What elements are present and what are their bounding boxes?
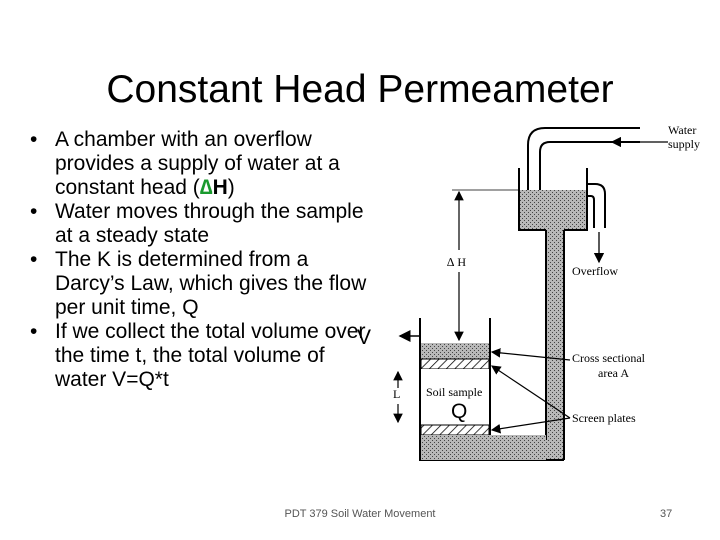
bottom-screen [420,424,490,436]
top-water [421,343,489,359]
overflow-pipe [587,183,606,228]
bullet-darcy: The K is determined from a Darcy’s Law, … [28,248,378,320]
delta-symbol: ∆ [199,176,213,199]
top-screen [420,358,490,370]
overflow-label: Overflow [572,264,618,278]
soil-sample-label: Soil sample [426,385,482,399]
bottom-water [421,435,546,460]
bullet-chamber: A chamber with an overflow provides a su… [28,128,378,200]
bullet-steady-state: Water moves through the sample at a stea… [28,200,378,248]
bullet-list: A chamber with an overflow provides a su… [28,128,378,392]
soil-area [421,369,489,425]
outflow-volume-label: V [357,326,371,349]
supply-pipe-inner [539,141,640,190]
reservoir-water [519,190,587,230]
head-symbol: H [212,176,228,199]
slide-footer: PDT 379 Soil Water Movement [284,508,436,520]
delta-h-label: ∆ H [447,255,466,269]
cross-section-arrow [490,348,571,361]
overflow-pipe-inner [587,195,595,228]
reservoir-wall [518,168,588,231]
cross-section-label-2: area A [598,366,629,380]
screen-plates-label: Screen plates [572,411,636,425]
water-supply-label-1: Water [668,123,696,137]
slide-title: Constant Head Permeameter [106,68,614,112]
screen-plates-arrow-bottom [490,417,571,434]
supply-pipe [527,127,640,190]
length-label: L [393,387,400,401]
page-number: 37 [660,508,673,520]
bullet-volume: If we collect the total volume over the … [28,320,378,392]
water-supply-label-2: supply [668,137,700,151]
flow-rate-label: Q [451,400,467,423]
screen-plates-arrow-top [491,365,571,419]
bullet-chamber-text: A chamber with an overflow provides a su… [55,128,340,199]
feed-tube [546,230,564,460]
bullet-chamber-end: ) [227,176,235,199]
cross-section-label-1: Cross sectional [572,351,646,365]
